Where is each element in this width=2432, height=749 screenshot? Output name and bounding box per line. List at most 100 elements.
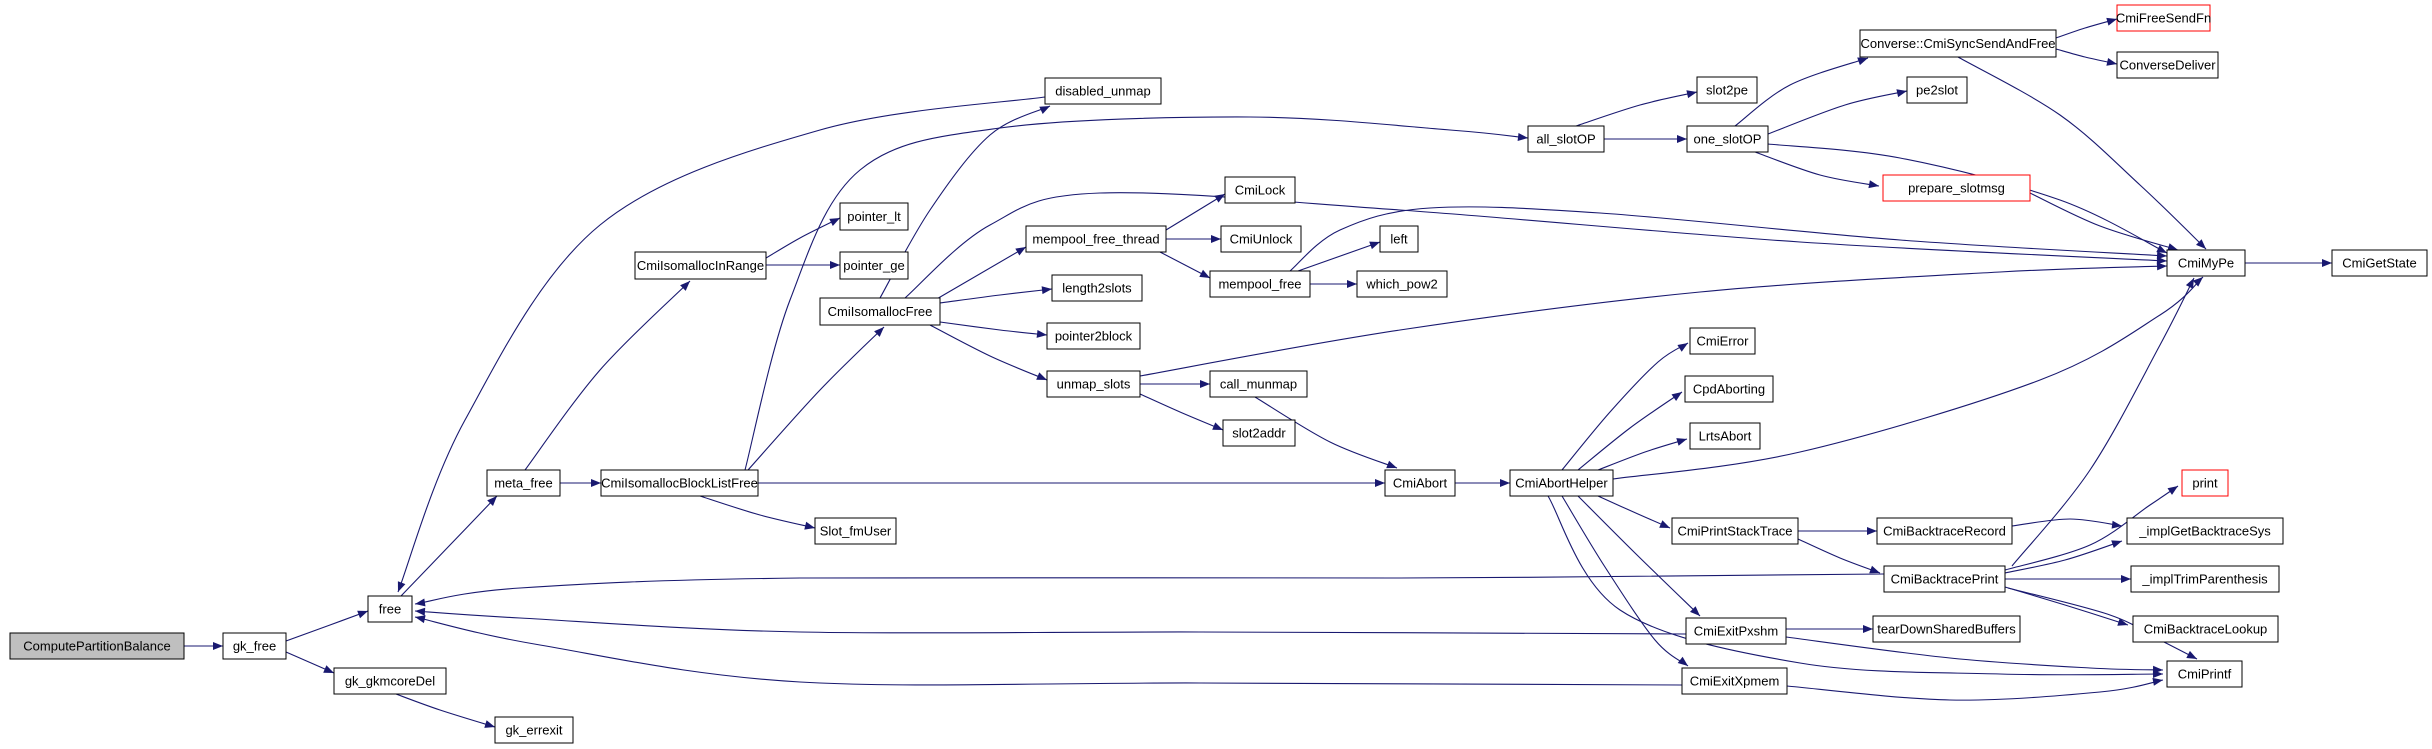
node-metaFree-box[interactable]	[486, 469, 561, 497]
node-pointer2block-box[interactable]	[1046, 322, 1141, 350]
node-lrtsAbort-box[interactable]	[1689, 422, 1761, 450]
node-leftFn-box[interactable]	[1379, 225, 1419, 253]
node-free-box[interactable]	[367, 595, 413, 623]
node-cmiUnlock-box[interactable]	[1220, 225, 1302, 253]
node-pointer2block[interactable]: pointer2block	[1046, 322, 1141, 350]
node-length2slots-box[interactable]	[1051, 274, 1143, 302]
node-gkErrexit-box[interactable]	[494, 716, 574, 744]
node-cmiGetState[interactable]: CmiGetState	[2331, 249, 2428, 277]
node-converseCmiSyncSendAndFree[interactable]: Converse::CmiSyncSendAndFree	[1859, 29, 2057, 58]
node-pointerLt-box[interactable]	[839, 202, 909, 231]
node-slot2addr[interactable]: slot2addr	[1222, 419, 1296, 447]
node-callMunmap[interactable]: call_munmap	[1209, 370, 1308, 398]
node-disabledUnmap[interactable]: disabled_unmap	[1044, 77, 1162, 105]
node-callMunmap-box[interactable]	[1209, 370, 1308, 398]
node-slotFmUser-box[interactable]	[814, 517, 897, 545]
node-oneSlotOP-box[interactable]	[1686, 125, 1769, 153]
node-pointerGe-box[interactable]	[839, 251, 909, 280]
node-allSlotOP[interactable]: all_slotOP	[1527, 125, 1605, 153]
node-free[interactable]: free	[367, 595, 413, 623]
node-allSlotOP-box[interactable]	[1527, 125, 1605, 153]
node-cmiIsomallocFree[interactable]: CmiIsomallocFree	[819, 297, 941, 326]
node-disabledUnmap-box[interactable]	[1044, 77, 1162, 105]
node-converseDeliver[interactable]: ConverseDeliver	[2116, 51, 2219, 79]
node-cmiAbort[interactable]: CmiAbort	[1384, 469, 1456, 497]
node-cmiIsomallocBlockListFree-box[interactable]	[600, 469, 759, 497]
node-mempoolFreeThread[interactable]: mempool_free_thread	[1025, 225, 1167, 253]
node-cmiAbortHelper[interactable]: CmiAbortHelper	[1509, 469, 1614, 497]
node-tearDownSharedBuffers[interactable]: tearDownSharedBuffers	[1872, 615, 2021, 643]
node-slot2pe-box[interactable]	[1696, 76, 1758, 104]
node-unmapSlots[interactable]: unmap_slots	[1046, 370, 1141, 398]
node-cmiExitXpmem-box[interactable]	[1681, 667, 1788, 695]
node-pointerLt[interactable]: pointer_lt	[839, 202, 909, 231]
node-cmiBacktraceRecord[interactable]: CmiBacktraceRecord	[1876, 517, 2013, 545]
node-cmiLock[interactable]: CmiLock	[1224, 176, 1296, 204]
node-cmiBacktraceLookup-box[interactable]	[2132, 615, 2279, 643]
node-cmiIsomallocInRange[interactable]: CmiIsomallocInRange	[634, 251, 767, 280]
node-pointerGe[interactable]: pointer_ge	[839, 251, 909, 280]
node-cmiPrintStackTrace-box[interactable]	[1671, 517, 1799, 545]
node-cmiMyPe[interactable]: CmiMyPe	[2166, 249, 2246, 277]
node-slotFmUser[interactable]: Slot_fmUser	[814, 517, 897, 545]
node-cmiUnlock[interactable]: CmiUnlock	[1220, 225, 1302, 253]
node-cpdAborting[interactable]: CpdAborting	[1684, 375, 1774, 403]
node-cmiPrintStackTrace[interactable]: CmiPrintStackTrace	[1671, 517, 1799, 545]
node-cmiFreeSendFn[interactable]: CmiFreeSendFn	[2116, 4, 2211, 32]
node-slot2addr-box[interactable]	[1222, 419, 1296, 447]
node-cmiPrintf-box[interactable]	[2166, 660, 2243, 688]
node-gkFree[interactable]: gk_free	[222, 632, 287, 660]
node-implTrimParenthesis-box[interactable]	[2130, 565, 2280, 593]
node-mempoolFreeThread-box[interactable]	[1025, 225, 1167, 253]
node-cmiBacktraceRecord-box[interactable]	[1876, 517, 2013, 545]
node-prepareSlotmsg[interactable]: prepare_slotmsg	[1882, 174, 2031, 202]
node-slot2pe[interactable]: slot2pe	[1696, 76, 1758, 104]
node-gkErrexit[interactable]: gk_errexit	[494, 716, 574, 744]
node-cmiExitPxshm-box[interactable]	[1685, 617, 1787, 645]
node-gkGkmcoreDel[interactable]: gk_gkmcoreDel	[333, 667, 447, 695]
node-computePartitionBalance-box[interactable]	[9, 632, 185, 660]
node-cmiAbort-box[interactable]	[1384, 469, 1456, 497]
node-whichPow2[interactable]: which_pow2	[1356, 270, 1448, 298]
node-gkGkmcoreDel-box[interactable]	[333, 667, 447, 695]
node-cmiExitPxshm[interactable]: CmiExitPxshm	[1685, 617, 1787, 645]
node-cmiGetState-box[interactable]	[2331, 249, 2428, 277]
node-tearDownSharedBuffers-box[interactable]	[1872, 615, 2021, 643]
node-cmiIsomallocInRange-box[interactable]	[634, 251, 767, 280]
node-printFn[interactable]: print	[2181, 469, 2229, 497]
node-mempoolFree[interactable]: mempool_free	[1209, 270, 1311, 298]
node-cmiMyPe-box[interactable]	[2166, 249, 2246, 277]
node-implTrimParenthesis[interactable]: _implTrimParenthesis	[2130, 565, 2280, 593]
node-implGetBacktraceSys[interactable]: _implGetBacktraceSys	[2126, 517, 2284, 545]
node-converseDeliver-box[interactable]	[2116, 51, 2219, 79]
node-cmiError[interactable]: CmiError	[1689, 327, 1756, 355]
node-cmiError-box[interactable]	[1689, 327, 1756, 355]
node-computePartitionBalance[interactable]: ComputePartitionBalance	[9, 632, 185, 660]
node-unmapSlots-box[interactable]	[1046, 370, 1141, 398]
node-prepareSlotmsg-box[interactable]	[1882, 174, 2031, 202]
node-metaFree[interactable]: meta_free	[486, 469, 561, 497]
node-cmiBacktraceLookup[interactable]: CmiBacktraceLookup	[2132, 615, 2279, 643]
node-gkFree-box[interactable]	[222, 632, 287, 660]
node-mempoolFree-box[interactable]	[1209, 270, 1311, 298]
node-cmiBacktracePrint-box[interactable]	[1883, 565, 2006, 593]
node-pe2slot-box[interactable]	[1906, 76, 1968, 104]
node-cmiExitXpmem[interactable]: CmiExitXpmem	[1681, 667, 1788, 695]
node-pe2slot[interactable]: pe2slot	[1906, 76, 1968, 104]
node-printFn-box[interactable]	[2181, 469, 2229, 497]
node-cmiBacktracePrint[interactable]: CmiBacktracePrint	[1883, 565, 2006, 593]
node-lrtsAbort[interactable]: LrtsAbort	[1689, 422, 1761, 450]
node-cmiFreeSendFn-box[interactable]	[2116, 4, 2211, 32]
node-cpdAborting-box[interactable]	[1684, 375, 1774, 403]
node-leftFn[interactable]: left	[1379, 225, 1419, 253]
node-converseCmiSyncSendAndFree-box[interactable]	[1859, 29, 2057, 58]
node-implGetBacktraceSys-box[interactable]	[2126, 517, 2284, 545]
node-cmiIsomallocFree-box[interactable]	[819, 297, 941, 326]
node-cmiLock-box[interactable]	[1224, 176, 1296, 204]
node-cmiIsomallocBlockListFree[interactable]: CmiIsomallocBlockListFree	[600, 469, 759, 497]
node-oneSlotOP[interactable]: one_slotOP	[1686, 125, 1769, 153]
node-cmiAbortHelper-box[interactable]	[1509, 469, 1614, 497]
node-cmiPrintf[interactable]: CmiPrintf	[2166, 660, 2243, 688]
node-length2slots[interactable]: length2slots	[1051, 274, 1143, 302]
node-whichPow2-box[interactable]	[1356, 270, 1448, 298]
